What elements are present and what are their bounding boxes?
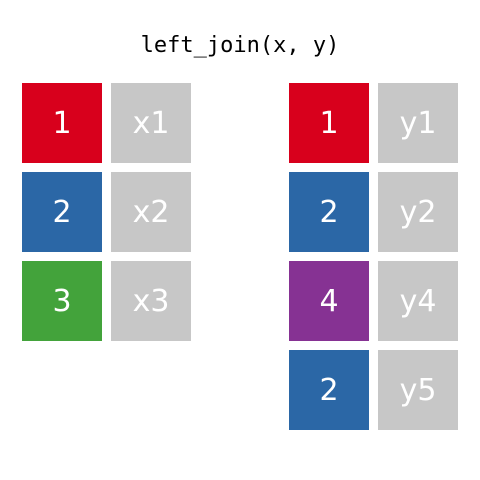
value-cell: x2 [111,172,191,252]
key-cell: 1 [22,83,102,163]
table-x-row-3: 3 x3 [22,261,191,341]
key-cell: 2 [22,172,102,252]
key-cell: 3 [22,261,102,341]
value-cell: y2 [378,172,458,252]
value-cell: x3 [111,261,191,341]
table-x-row-2: 2 x2 [22,172,191,252]
table-y-row-3: 4 y4 [289,261,458,341]
table-y-row-2: 2 y2 [289,172,458,252]
table-x-row-1: 1 x1 [22,83,191,163]
table-y: 1 y1 2 y2 4 y4 2 y5 [289,83,458,439]
key-cell: 4 [289,261,369,341]
key-cell: 1 [289,83,369,163]
key-cell: 2 [289,350,369,430]
table-y-row-1: 1 y1 [289,83,458,163]
value-cell: x1 [111,83,191,163]
diagram-title: left_join(x, y) [140,33,340,58]
table-y-row-4: 2 y5 [289,350,458,430]
value-cell: y4 [378,261,458,341]
value-cell: y5 [378,350,458,430]
table-x: 1 x1 2 x2 3 x3 [22,83,191,350]
value-cell: y1 [378,83,458,163]
key-cell: 2 [289,172,369,252]
